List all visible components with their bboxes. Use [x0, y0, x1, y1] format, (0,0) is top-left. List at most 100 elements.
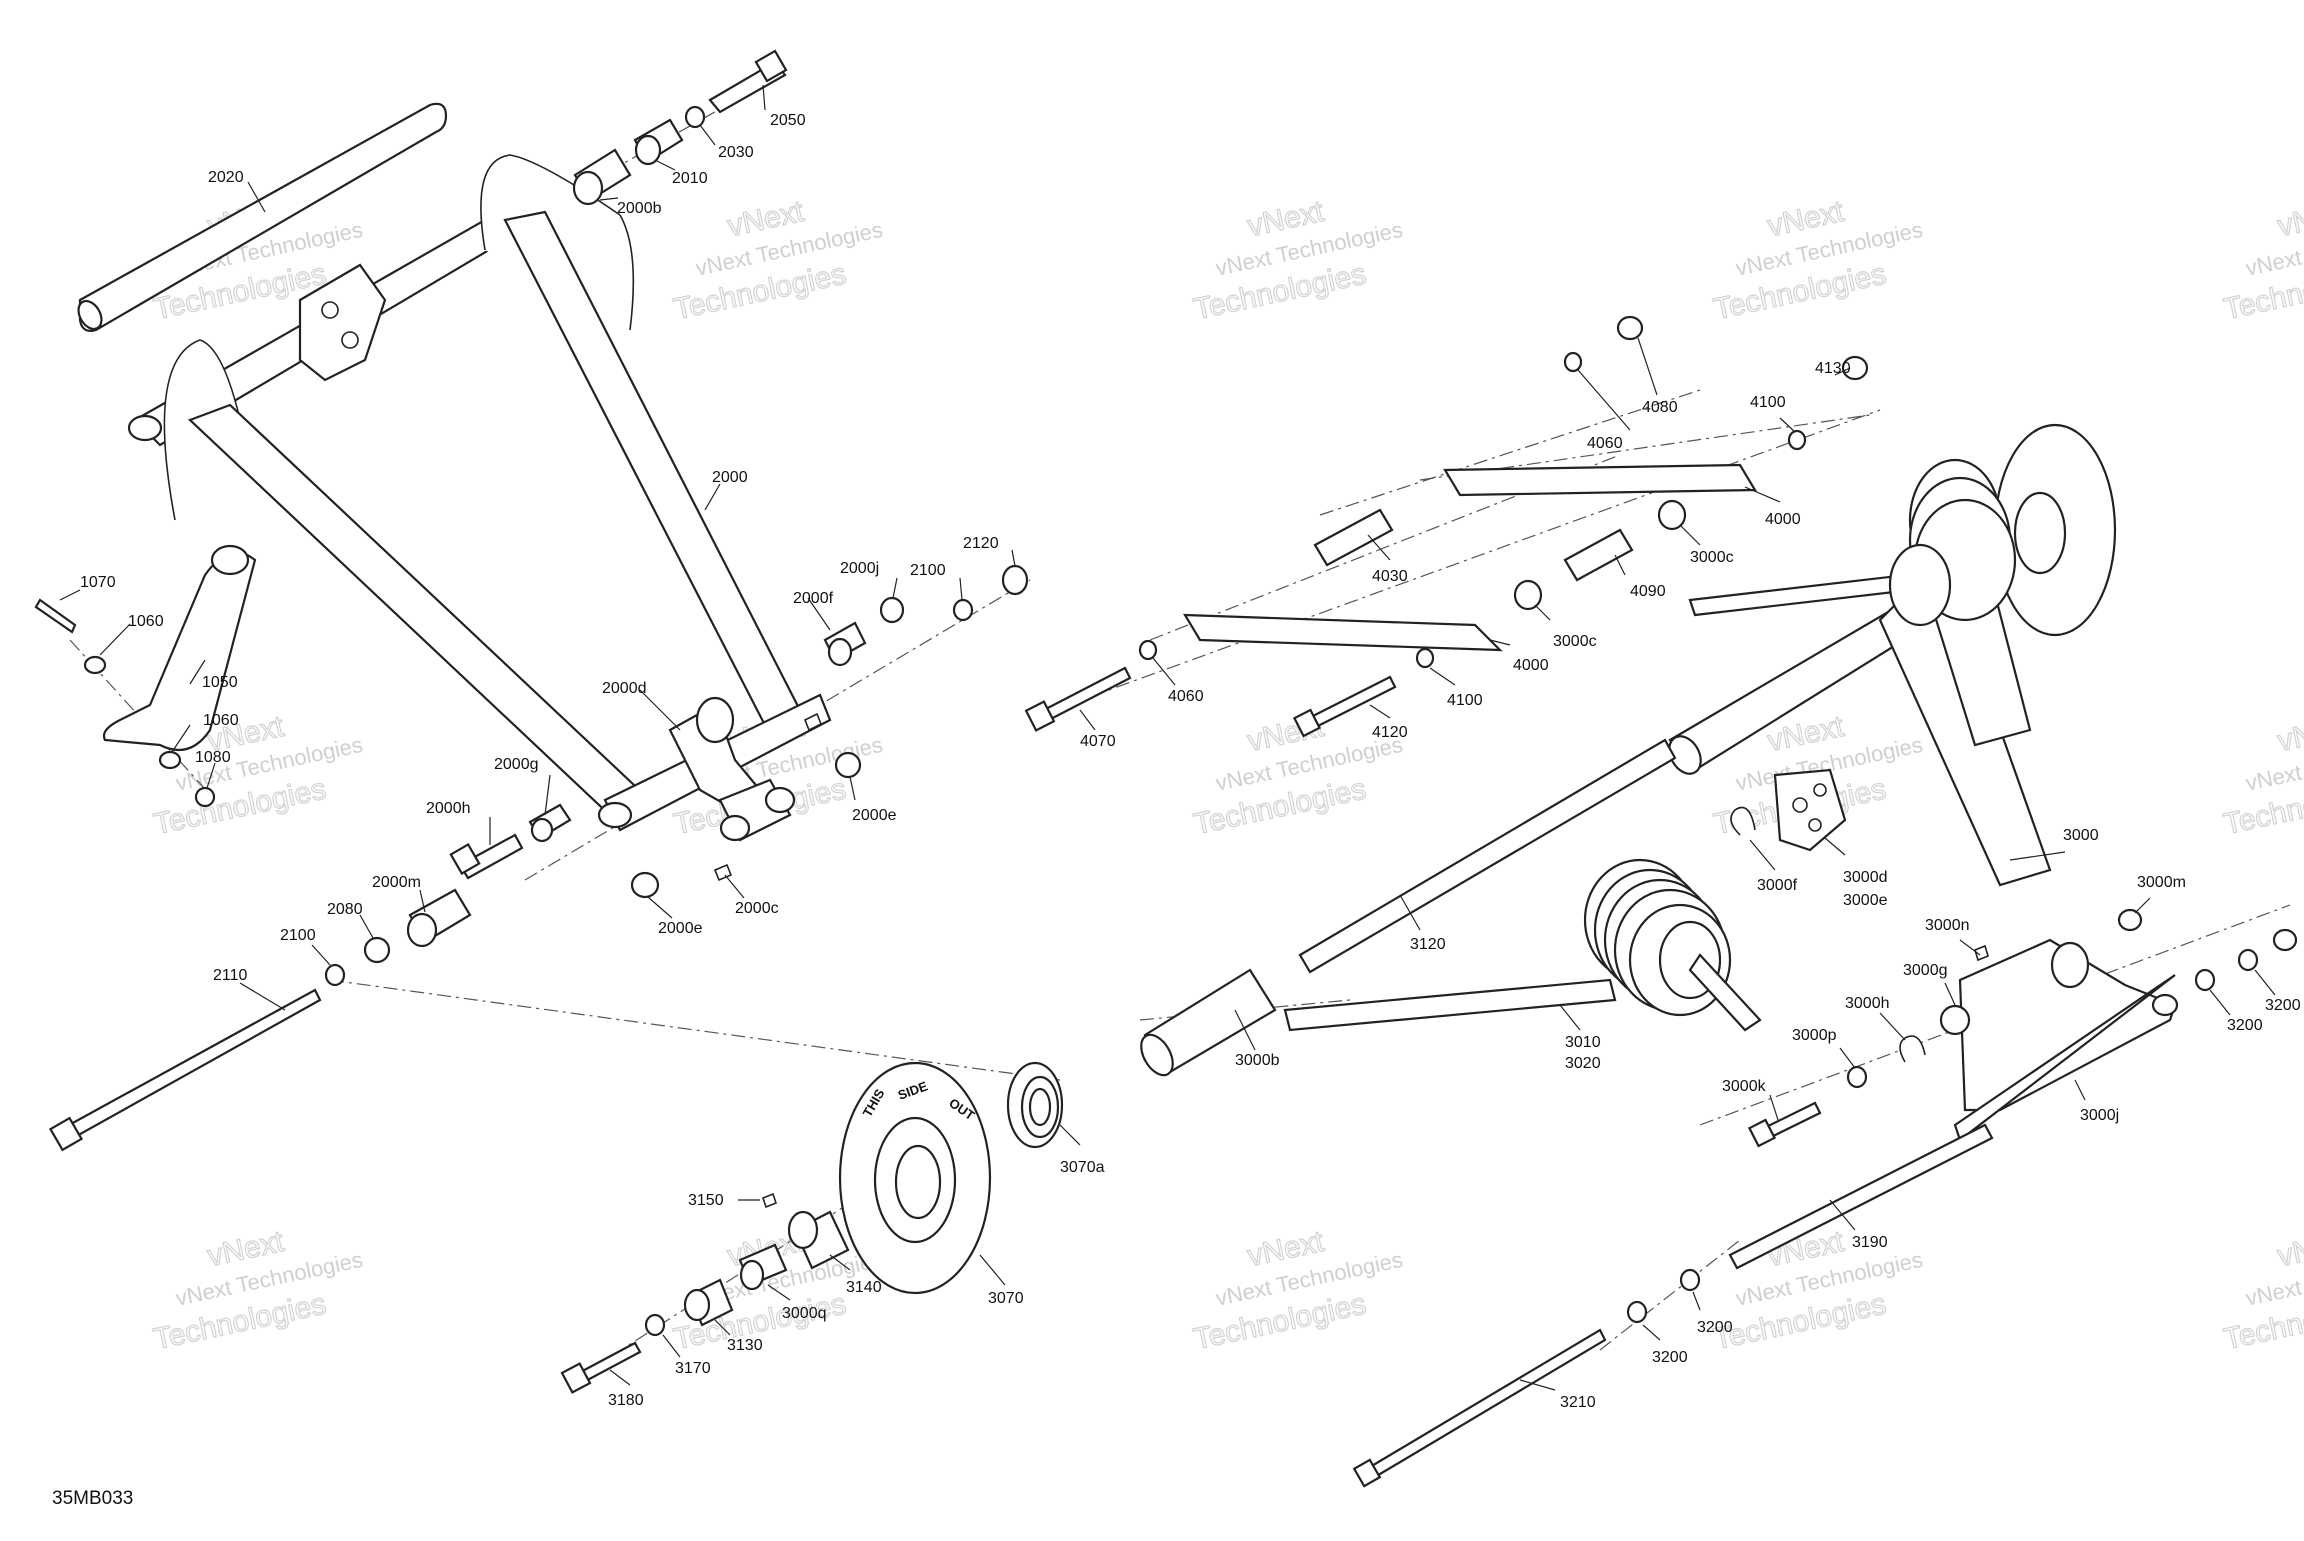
- callout-3000q: 3000q: [782, 1305, 827, 1322]
- nut-3000m: [2117, 908, 2143, 932]
- callout-2030: 2030: [718, 144, 754, 161]
- washer-4060b: [1138, 639, 1158, 661]
- nut-1080: [194, 786, 216, 808]
- watermark-brand: vNext: [2275, 195, 2304, 243]
- callout-3000: 3000: [2063, 827, 2099, 844]
- nut-3000c: [1657, 499, 1687, 531]
- watermark-brand: vNext: [2275, 710, 2304, 758]
- washer-3200c: [1679, 1268, 1701, 1292]
- circlip-3000h: [1899, 1035, 1926, 1063]
- washer-2100: [952, 598, 974, 622]
- callout-4060: 4060: [1587, 435, 1623, 452]
- callout-3000j: 3000j: [2080, 1107, 2119, 1124]
- callout-4100: 4100: [1750, 394, 1786, 411]
- callout-3000g: 3000g: [1903, 962, 1948, 979]
- callout-2000h: 2000h: [426, 800, 471, 817]
- callout-3190: 3190: [1852, 1234, 1888, 1251]
- fitting-3150: [762, 1192, 777, 1209]
- nut-3200: [2272, 928, 2298, 952]
- washer-4100: [1787, 429, 1807, 451]
- callout-1050: 1050: [202, 674, 238, 691]
- callout-3000m: 3000m: [2137, 874, 2186, 891]
- callout-3000c: 3000c: [1690, 549, 1734, 566]
- callout-2100: 2100: [910, 562, 946, 579]
- callout-4080: 4080: [1642, 399, 1678, 416]
- callout-2000e: 2000e: [852, 807, 897, 824]
- bolt-2000h: [458, 833, 524, 880]
- callout-2110: 2110: [213, 967, 248, 984]
- fitting-2000c: [713, 863, 733, 882]
- callout-3070a: 3070a: [1060, 1159, 1105, 1176]
- callout-2000m: 2000m: [372, 874, 421, 891]
- callout-3000p: 3000p: [1792, 1027, 1837, 1044]
- callout-4000: 4000: [1765, 511, 1801, 528]
- callout-2080: 2080: [327, 901, 363, 918]
- callout-3120: 3120: [1410, 936, 1446, 953]
- callout-3000c-b: 3000c: [1553, 633, 1597, 650]
- spacer-3000g: [1939, 1004, 1971, 1036]
- washer-2080: [363, 936, 391, 964]
- cap-2000e: [834, 751, 862, 779]
- callout-3200: 3200: [2227, 1017, 2263, 1034]
- spring-3010: [1283, 858, 1762, 1032]
- watermark-brand: vNext: [2275, 1225, 2304, 1273]
- nut-2120: [1001, 564, 1029, 596]
- callout-2000: 2000: [712, 469, 748, 486]
- callout-3020: 3020: [1565, 1055, 1601, 1072]
- callout-3180: 3180: [608, 1392, 644, 1409]
- callout-1060b: 1060: [203, 712, 239, 729]
- callout-2000e-b: 2000e: [658, 920, 703, 937]
- callout-2000d: 2000d: [602, 680, 647, 697]
- callout-2000b: 2000b: [617, 200, 662, 217]
- circlip-3000f: [1730, 806, 1756, 836]
- rear-arm-assembly: THIS SIDE OUT: [560, 315, 2298, 1488]
- fitting-3000n: [1974, 944, 1989, 962]
- callout-4060b: 4060: [1168, 688, 1204, 705]
- link-4000-bottom: [1183, 613, 1503, 652]
- spacer-4030: [1313, 508, 1394, 567]
- callout-3200b: 3200: [2265, 997, 2301, 1014]
- wheel-3070: THIS SIDE OUT: [838, 1061, 992, 1295]
- callout-3150: 3150: [688, 1192, 724, 1209]
- nut-2000j: [879, 596, 905, 624]
- callout-2050: 2050: [770, 112, 806, 129]
- callout-4030: 4030: [1372, 568, 1408, 585]
- callout-3010: 3010: [1565, 1034, 1601, 1051]
- shaft-3190: [1728, 1123, 1994, 1270]
- front-arm-assembly: [77, 102, 832, 842]
- drawing-code: 35MB033: [52, 1488, 133, 1509]
- washer-3170: [644, 1313, 666, 1337]
- callout-3070: 3070: [988, 1290, 1024, 1307]
- washer-3200d: [1626, 1300, 1648, 1324]
- washer-4100b: [1415, 647, 1435, 669]
- callout-3200c: 3200: [1697, 1319, 1733, 1336]
- callout-1080: 1080: [195, 749, 231, 766]
- nut-3000c-b: [1513, 579, 1543, 611]
- callout-2100b: 2100: [280, 927, 316, 944]
- callout-3000e: 3000e: [1843, 892, 1888, 909]
- leader-lines: [59, 84, 2276, 1391]
- callout-4100b: 4100: [1447, 692, 1483, 709]
- callout-4070: 4070: [1080, 733, 1116, 750]
- callout-4120: 4120: [1372, 724, 1408, 741]
- callout-2000g: 2000g: [494, 756, 539, 773]
- callout-2000j: 2000j: [840, 560, 879, 577]
- callout-4130: 4130: [1815, 360, 1851, 377]
- callout-2020: 2020: [208, 169, 244, 186]
- washer-3200b: [2237, 948, 2259, 972]
- bolt-1070: [34, 598, 77, 634]
- cap-2000e-b: [630, 871, 660, 899]
- washer-1060b: [158, 750, 182, 770]
- bolt-4120: [1303, 675, 1397, 732]
- callout-3000k: 3000k: [1722, 1078, 1767, 1095]
- callout-1060: 1060: [128, 613, 164, 630]
- callout-3130: 3130: [727, 1337, 763, 1354]
- callout-3000n: 3000n: [1925, 917, 1970, 934]
- callout-3210: 3210: [1560, 1394, 1596, 1411]
- callout-2010: 2010: [672, 170, 708, 187]
- callout-3000f: 3000f: [1757, 877, 1798, 894]
- bearing-3070a: [1006, 1061, 1064, 1149]
- bolt-4070: [1038, 666, 1132, 724]
- shaft-2020: [77, 102, 448, 332]
